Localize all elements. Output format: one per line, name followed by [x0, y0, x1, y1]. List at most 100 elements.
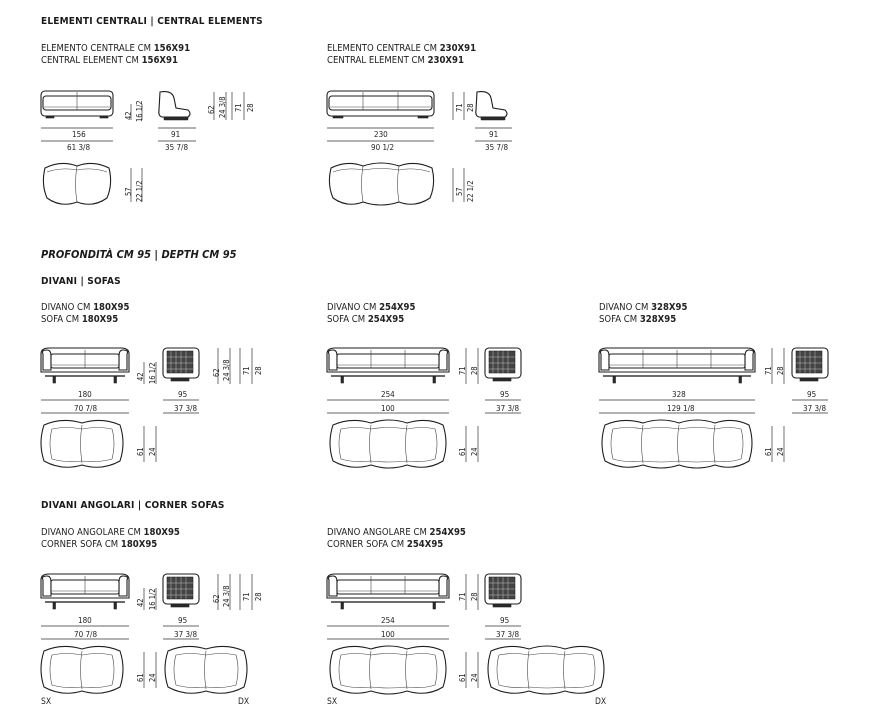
depth-cm: 95	[807, 390, 817, 399]
height-cm: 71	[458, 592, 467, 601]
depth-in: 37 3/8	[803, 404, 827, 413]
depth-in: 37 3/8	[496, 630, 520, 639]
height-in: 28	[470, 366, 479, 375]
arm-height-cm: 62	[207, 105, 216, 114]
section-heading-central: ELEMENTI CENTRALI | CENTRAL ELEMENTS	[41, 16, 263, 27]
height-cm: 71	[242, 366, 251, 375]
height-in: 28	[466, 103, 475, 112]
plan-depth-cm: 61	[458, 447, 467, 456]
front-view	[40, 573, 130, 610]
plan-depth-cm: 57	[124, 187, 133, 196]
plan-view-sx	[40, 645, 124, 694]
side-view	[162, 573, 200, 608]
right-version-label: DX	[238, 697, 250, 707]
height-cm: 71	[234, 103, 243, 112]
plan-depth-in: 22 1/2	[466, 180, 475, 202]
plan-view	[328, 162, 435, 206]
plan-depth-in: 24	[470, 447, 479, 456]
depth-heading: PROFONDITÀ CM 95 | DEPTH CM 95	[41, 248, 237, 261]
side-view	[475, 91, 508, 121]
plan-depth-in: 24	[470, 673, 479, 682]
plan-depth-cm: 61	[458, 673, 467, 682]
front-view	[326, 90, 435, 119]
depth-in: 37 3/8	[496, 404, 520, 413]
side-view	[791, 347, 829, 382]
plan-depth-in: 24	[148, 673, 157, 682]
seat-height-in: 16 1/2	[135, 100, 144, 122]
seat-height-cm: 42	[124, 111, 133, 120]
height-in: 28	[254, 592, 263, 601]
height-in: 28	[254, 366, 263, 375]
height-cm: 71	[455, 103, 464, 112]
front-view	[598, 347, 756, 384]
left-version-label: SX	[41, 697, 52, 707]
arm-height-in: 24 3/8	[222, 359, 231, 381]
product-title: DIVANO CM 328X95 SOFA CM 328X95	[599, 302, 688, 325]
depth-cm: 91	[489, 130, 499, 139]
front-view	[326, 573, 450, 610]
width-cm: 156	[72, 130, 86, 139]
plan-view	[329, 419, 447, 469]
arm-height-in: 24 3/8	[218, 96, 227, 118]
plan-view	[40, 419, 124, 468]
depth-cm: 95	[178, 390, 188, 399]
width-cm: 328	[672, 390, 686, 399]
plan-depth-cm: 61	[764, 447, 773, 456]
arm-height-in: 24 3/8	[222, 585, 231, 607]
width-in: 100	[381, 404, 395, 413]
width-in: 70 7/8	[74, 630, 98, 639]
height-in: 28	[470, 592, 479, 601]
width-cm: 254	[381, 616, 395, 625]
plan-depth-in: 24	[148, 447, 157, 456]
width-in: 100	[381, 630, 395, 639]
width-in: 90 1/2	[371, 143, 395, 152]
front-view	[40, 347, 130, 384]
height-in: 28	[776, 366, 785, 375]
front-view	[326, 347, 450, 384]
side-view	[484, 573, 522, 608]
seat-height-in: 16 1/2	[148, 362, 157, 384]
plan-view-sx	[329, 645, 447, 695]
width-in: 129 1/8	[667, 404, 695, 413]
depth-in: 37 3/8	[174, 630, 198, 639]
depth-cm: 95	[500, 616, 510, 625]
side-view	[484, 347, 522, 382]
plan-depth-cm: 61	[136, 447, 145, 456]
height-in: 28	[246, 103, 255, 112]
product-title: DIVANO ANGOLARE CM 180X95 CORNER SOFA CM…	[41, 527, 180, 550]
arm-height-cm: 62	[212, 368, 221, 377]
product-title: ELEMENTO CENTRALE CM 230X91 CENTRAL ELEM…	[327, 43, 477, 66]
height-cm: 71	[242, 592, 251, 601]
depth-in: 37 3/8	[174, 404, 198, 413]
plan-view-dx	[164, 645, 248, 694]
product-title: DIVANO CM 254X95 SOFA CM 254X95	[327, 302, 416, 325]
width-cm: 230	[374, 130, 388, 139]
seat-height-in: 16 1/2	[148, 588, 157, 610]
seat-height-cm: 42	[136, 372, 145, 381]
front-view	[40, 90, 114, 119]
width-cm: 254	[381, 390, 395, 399]
width-in: 70 7/8	[74, 404, 98, 413]
depth-in: 35 7/8	[165, 143, 189, 152]
width-cm: 180	[78, 390, 92, 399]
height-cm: 71	[458, 366, 467, 375]
width-in: 61 3/8	[67, 143, 91, 152]
product-title: DIVANO CM 180X95 SOFA CM 180X95	[41, 302, 130, 325]
plan-depth-in: 24	[776, 447, 785, 456]
plan-depth-in: 22 1/2	[135, 180, 144, 202]
depth-cm: 95	[178, 616, 188, 625]
section-heading-corner: DIVANI ANGOLARI | CORNER SOFAS	[41, 500, 225, 511]
arm-height-cm: 62	[212, 594, 221, 603]
height-cm: 71	[764, 366, 773, 375]
width-cm: 180	[78, 616, 92, 625]
product-title: ELEMENTO CENTRALE CM 156X91 CENTRAL ELEM…	[41, 43, 191, 66]
seat-height-cm: 42	[136, 598, 145, 607]
plan-depth-cm: 57	[455, 187, 464, 196]
side-view	[158, 91, 191, 121]
right-version-label: DX	[595, 697, 607, 707]
left-version-label: SX	[327, 697, 338, 707]
depth-in: 35 7/8	[485, 143, 509, 152]
product-title: DIVANO ANGOLARE CM 254X95 CORNER SOFA CM…	[327, 527, 466, 550]
depth-cm: 91	[171, 130, 181, 139]
